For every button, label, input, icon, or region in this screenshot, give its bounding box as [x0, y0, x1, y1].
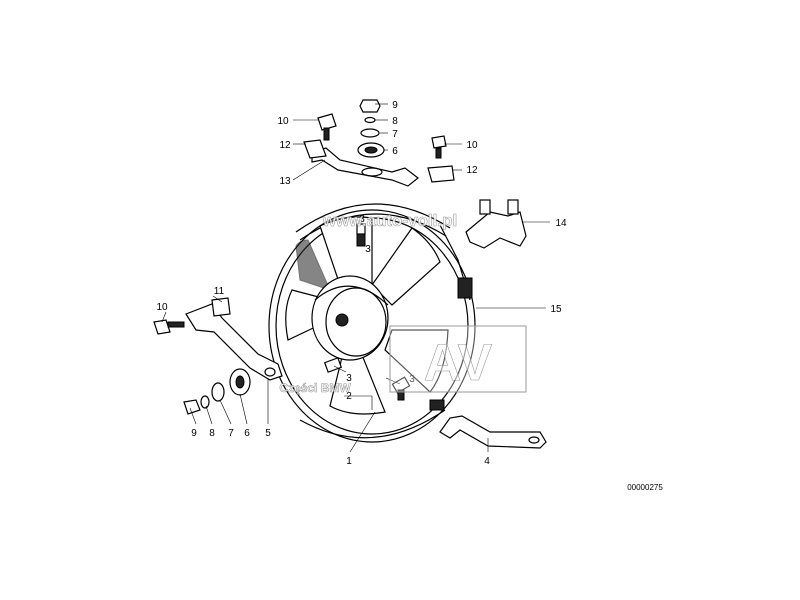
callout-3-upper-a: 3 — [359, 214, 365, 225]
bolt-3-lower-left — [323, 357, 343, 373]
callout-10-left: 10 — [156, 302, 168, 313]
bolt-10-left — [153, 319, 185, 335]
callout-6-left: 6 — [244, 428, 250, 439]
callout-11: 11 — [214, 286, 225, 297]
callout-4: 4 — [484, 456, 490, 467]
bolt-3-lower-right — [391, 376, 411, 401]
callout-12-top-right: 12 — [466, 165, 478, 176]
callout-3-upper-b: 3 — [365, 244, 371, 255]
clip-nut-12-top-right — [427, 165, 455, 183]
callout-6-top: 6 — [392, 146, 398, 157]
shroud-clip — [457, 277, 473, 299]
callout-8-left: 8 — [209, 428, 215, 439]
bolt-10-top-right — [431, 135, 447, 159]
callout-labels: 10 12 13 9 8 7 6 10 12 14 15 3 3 11 10 3… — [156, 100, 567, 467]
shroud-tab — [429, 399, 445, 411]
connector-14 — [465, 199, 527, 249]
callout-8-top: 8 — [392, 116, 398, 127]
fan-motor — [311, 275, 389, 361]
watermark-url: www.auto-voll.pl — [322, 211, 457, 230]
callout-10-top-right: 10 — [466, 140, 478, 151]
lock-washer-8-left — [200, 395, 210, 409]
grommet-6-left — [229, 368, 251, 396]
lower-bracket — [439, 415, 547, 449]
callout-7-top: 7 — [392, 129, 398, 140]
bolt-3-upper — [356, 223, 366, 247]
watermark-logo-box — [389, 325, 527, 393]
callout-9-top: 9 — [392, 100, 398, 111]
callout-9-left: 9 — [191, 428, 197, 439]
bolt-10-top-left — [317, 113, 337, 141]
watermark-logo: AV — [424, 334, 493, 392]
nut-9-left — [183, 399, 201, 415]
callout-13: 13 — [279, 176, 291, 187]
watermark-caption: Części BMW — [279, 381, 351, 395]
left-bracket — [185, 303, 283, 381]
nut-9-top — [359, 99, 381, 113]
grommet-6-top — [357, 142, 385, 158]
washer-7-left — [211, 382, 225, 402]
callout-3-lower-right: 3 — [409, 374, 415, 385]
callout-14: 14 — [555, 218, 567, 229]
diagram-code: 00000275 — [627, 483, 663, 492]
watermark: www.auto-voll.pl AV Części BMW — [279, 211, 527, 395]
callout-10-top-left: 10 — [277, 116, 289, 127]
leader-lines — [161, 103, 550, 453]
callout-12-top-left: 12 — [279, 140, 291, 151]
callout-1: 1 — [346, 456, 352, 467]
clip-nut-11 — [211, 297, 231, 317]
callout-15: 15 — [550, 304, 562, 315]
washer-7-top — [360, 128, 380, 138]
callout-2: 2 — [346, 391, 352, 402]
top-bracket — [311, 147, 419, 187]
callout-5: 5 — [265, 428, 271, 439]
callout-7-left: 7 — [228, 428, 234, 439]
clip-nut-12-top-left — [303, 139, 327, 159]
lock-washer-8-top — [364, 116, 376, 124]
callout-3-lower-left: 3 — [346, 373, 352, 384]
